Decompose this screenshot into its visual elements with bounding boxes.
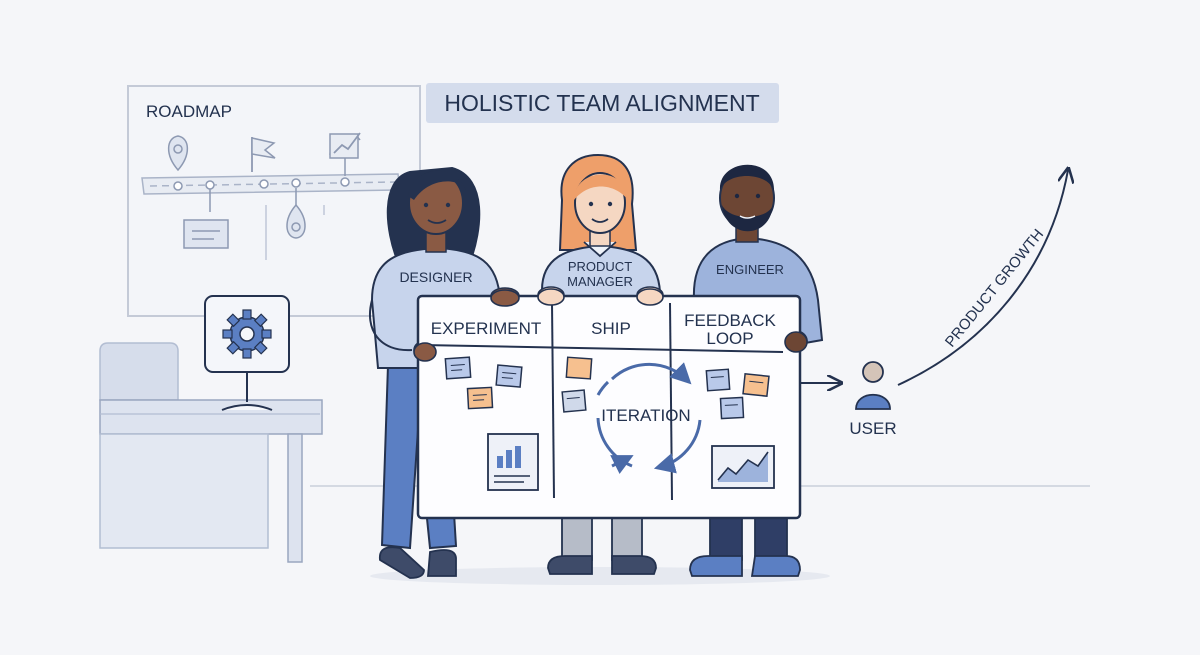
page-title: HOLISTIC TEAM ALIGNMENT xyxy=(444,90,759,116)
user-label: USER xyxy=(849,419,896,438)
line-chart-icon xyxy=(711,445,775,489)
roadmap-board: ROADMAP xyxy=(127,85,421,317)
flag-icon xyxy=(251,137,276,172)
column-feedback-line1: FEEDBACK xyxy=(684,311,776,330)
roadmap-label: ROADMAP xyxy=(146,102,232,121)
gear-icon xyxy=(222,309,272,359)
trend-chart-icon xyxy=(329,132,361,176)
location-pin-icon xyxy=(167,135,189,172)
growth-label: PRODUCT GROWTH xyxy=(942,226,1047,350)
column-ship: SHIP xyxy=(591,319,631,338)
bar-chart-icon xyxy=(487,433,539,491)
sticky-notes xyxy=(444,356,770,420)
workflow-board: EXPERIMENT SHIP FEEDBACK LOOP xyxy=(416,294,802,520)
note-card xyxy=(183,189,229,249)
product-manager: PRODUCT MANAGER xyxy=(537,153,664,304)
cycle-arrows-icon xyxy=(596,362,702,474)
column-experiment: EXPERIMENT xyxy=(431,319,542,338)
monitor xyxy=(204,295,290,411)
iteration-label: ITERATION xyxy=(601,406,690,425)
drop-marker-icon xyxy=(265,188,325,260)
hands xyxy=(413,288,808,362)
user-icon xyxy=(855,361,891,410)
desk-area xyxy=(99,295,323,563)
designer-label: DESIGNER xyxy=(399,269,472,285)
column-feedback-line2: LOOP xyxy=(706,329,753,348)
pm-label-line1: PRODUCT xyxy=(568,259,632,274)
title-banner: HOLISTIC TEAM ALIGNMENT xyxy=(426,83,779,123)
engineer-label: ENGINEER xyxy=(716,262,784,277)
pm-label-line2: MANAGER xyxy=(567,274,633,289)
